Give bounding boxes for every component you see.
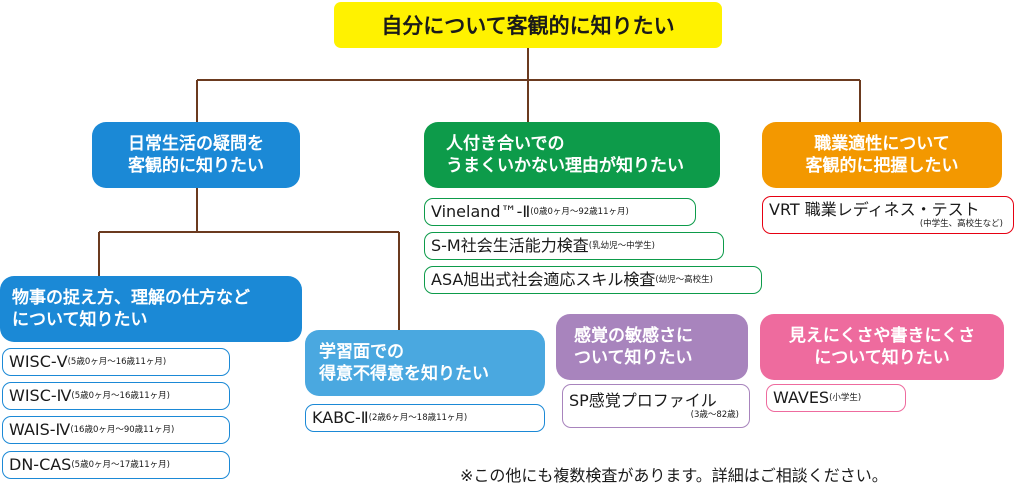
test-kabc-name: KABC-Ⅱ [312, 408, 369, 427]
category-study: 学習面での 得意不得意を知りたい [305, 330, 545, 396]
test-sm-age: (乳幼児～中学生) [588, 240, 655, 251]
category-visual: 見えにくさや書きにくさ について知りたい [760, 314, 1004, 380]
test-wisc5-age: (5歳0ヶ月～16歳11ヶ月) [67, 356, 167, 367]
test-vrt-name: VRT 職業レディネス・テスト [769, 199, 980, 219]
test-waves: WAVES(小学生) [766, 384, 906, 412]
category-sensory: 感覚の敏感さに ついて知りたい [556, 314, 748, 380]
category-sensory-line2: ついて知りたい [574, 348, 693, 368]
test-dncas-age: (5歳0ヶ月～17歳11ヶ月) [71, 459, 170, 470]
test-wais4-name: WAIS-Ⅳ [9, 420, 71, 439]
test-sm: S-M社会生活能力検査(乳幼児～中学生) [424, 232, 724, 260]
test-kabc: KABC-Ⅱ(2歳6ヶ月～18歳11ヶ月) [305, 404, 545, 432]
category-study-line1: 学習面での [319, 342, 404, 362]
test-sp: SP感覚プロファイル (3歳～82歳) [562, 384, 750, 428]
category-cognition: 物事の捉え方、理解の仕方など について知りたい [0, 276, 302, 342]
test-sp-name: SP感覚プロファイル [569, 390, 717, 410]
test-asa-age: (幼児～高校生) [655, 274, 713, 285]
test-wais4: WAIS-Ⅳ(16歳0ヶ月～90歳11ヶ月) [2, 416, 230, 444]
test-vrt-age: (中学生、高校生など) [919, 218, 1003, 229]
test-wisc4-age: (5歳0ヶ月～16歳11ヶ月) [71, 390, 170, 401]
test-asa: ASA旭出式社会適応スキル検査(幼児～高校生) [424, 266, 762, 294]
test-dncas-name: DN-CAS [9, 455, 72, 474]
test-kabc-age: (2歳6ヶ月～18歳11ヶ月) [368, 412, 468, 423]
test-wais4-age: (16歳0ヶ月～90歳11ヶ月) [70, 424, 175, 435]
category-social: 人付き合いでの うまくいかない理由が知りたい [424, 122, 720, 188]
test-wisc5: WISC-Ⅴ(5歳0ヶ月～16歳11ヶ月) [2, 348, 230, 376]
test-vineland-age: (0歳0ヶ月～92歳11ヶ月) [530, 206, 629, 217]
test-sm-name: S-M社会生活能力検査 [431, 236, 589, 255]
category-career-line1: 職業適性について [814, 134, 950, 154]
category-career-line2: 客観的に把握したい [805, 156, 959, 176]
test-waves-name: WAVES [773, 388, 830, 407]
test-sp-age: (3歳～82歳) [690, 409, 739, 420]
test-vineland-name: Vineland™-Ⅱ [431, 202, 531, 221]
category-social-line1: 人付き合いでの [446, 134, 565, 154]
test-wisc4: WISC-Ⅳ(5歳0ヶ月～16歳11ヶ月) [2, 382, 230, 410]
category-visual-line2: について知りたい [814, 348, 950, 368]
test-asa-name: ASA旭出式社会適応スキル検査 [431, 270, 656, 289]
test-waves-age: (小学生) [829, 392, 862, 403]
footnote: ※この他にも複数検査があります。詳細はご相談ください。 [460, 466, 888, 485]
category-sensory-line1: 感覚の敏感さに [574, 326, 693, 346]
category-social-line2: うまくいかない理由が知りたい [446, 156, 684, 176]
test-wisc5-name: WISC-Ⅴ [9, 352, 68, 371]
test-vrt: VRT 職業レディネス・テスト (中学生、高校生など) [762, 196, 1014, 234]
category-cognition-line1: 物事の捉え方、理解の仕方など [12, 288, 250, 308]
category-study-line2: 得意不得意を知りたい [319, 364, 489, 384]
category-daily-life-line1: 日常生活の疑問を [128, 134, 264, 154]
test-vineland: Vineland™-Ⅱ(0歳0ヶ月～92歳11ヶ月) [424, 198, 696, 226]
category-career: 職業適性について 客観的に把握したい [762, 122, 1002, 188]
category-daily-life-line2: 客観的に知りたい [128, 156, 264, 176]
root-title: 自分について客観的に知りたい [334, 2, 722, 48]
category-cognition-line2: について知りたい [12, 310, 148, 330]
test-wisc4-name: WISC-Ⅳ [9, 386, 72, 405]
category-visual-line1: 見えにくさや書きにくさ [788, 326, 976, 346]
test-dncas: DN-CAS(5歳0ヶ月～17歳11ヶ月) [2, 451, 230, 479]
category-daily-life: 日常生活の疑問を 客観的に知りたい [92, 122, 300, 188]
